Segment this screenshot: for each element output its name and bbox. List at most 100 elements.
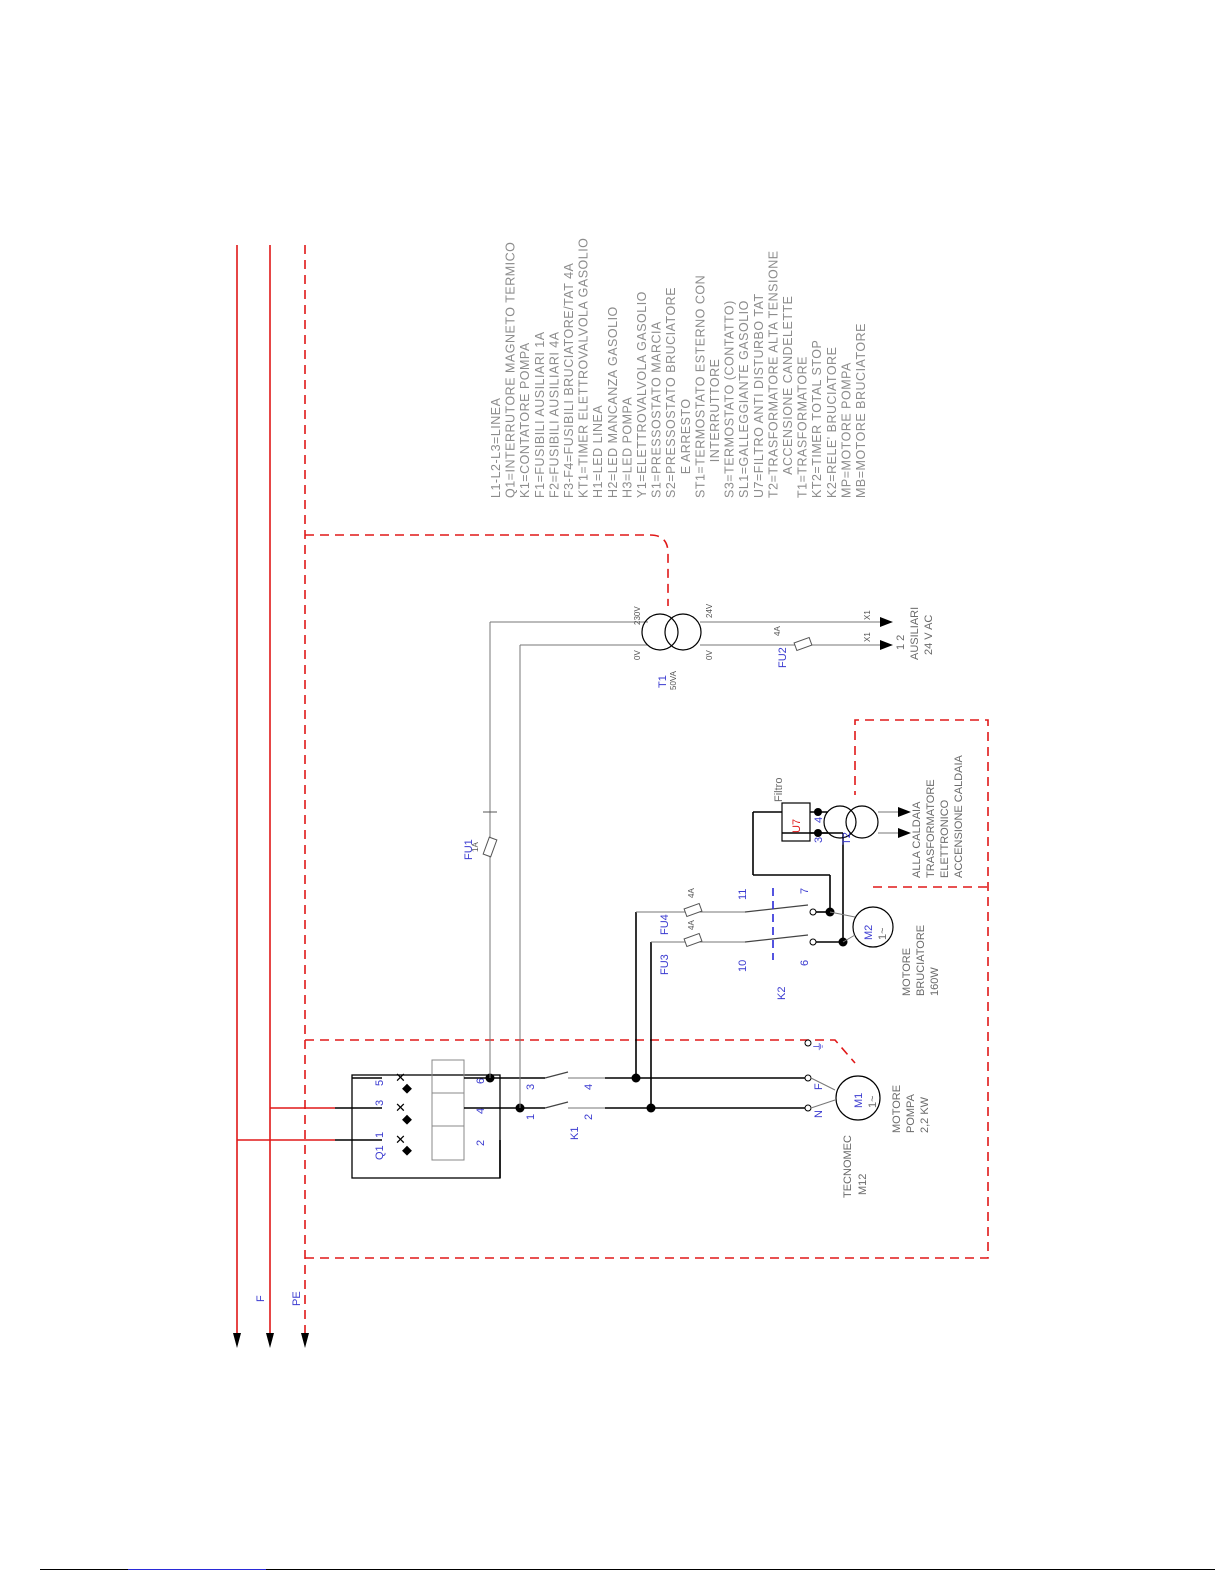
svg-text:⏚: ⏚ [812,1041,825,1052]
svg-text:4: 4 [475,1108,487,1114]
filter-u7-box [781,802,811,842]
legend-line: Q1=INTERRUTORE MAGNETO TERMICO [504,242,518,498]
rail-label-pe: PE [291,1291,303,1306]
breaker-x-1: ✕ [395,1132,406,1147]
filter-and-t2: Filtro U7 3 4 T2 ALLA CALDAIA TRASFORMAT… [773,754,965,878]
svg-text:AUSILIARI: AUSILIARI [909,607,921,660]
svg-text:3: 3 [813,837,825,843]
svg-text:M1: M1 [853,1093,865,1108]
svg-text:2: 2 [475,1140,487,1146]
svg-text:6: 6 [799,960,811,966]
svg-text:10: 10 [737,960,749,972]
svg-text:1~: 1~ [867,1095,879,1108]
legend-line: KT1=TIMER ELETTROVALVOLA GASOLIO [577,238,591,498]
breaker-box [351,1074,501,1179]
svg-text:FU4: FU4 [659,914,671,935]
svg-text:24 V AC: 24 V AC [923,615,935,655]
k1-ref: K1 [569,1127,581,1140]
legend-line: H2=LED MANCANZA GASOLIO [606,306,620,498]
breaker-q1: ✕ ✕ ✕ Q1 1 3 5 2 4 6 TECNOMEC M12 [237,1059,869,1198]
legend-line: S3=TERMOSTATO (CONTATTO) [723,300,737,498]
svg-text:1~: 1~ [877,927,889,940]
svg-text:X1: X1 [863,610,872,620]
legend-line: L1-L2-L3=LINEA [489,397,503,498]
footer-rule [40,1569,1215,1570]
legend-line: S2=PRESSOSTATO BRUCIATORE [664,287,678,498]
svg-text:24V: 24V [705,603,714,618]
svg-text:MOTORE: MOTORE [901,948,913,996]
svg-text:0V: 0V [633,650,642,660]
svg-text:4A: 4A [687,920,696,930]
svg-text:50VA: 50VA [669,670,678,690]
svg-text:X1: X1 [863,632,872,642]
svg-text:F: F [813,1083,825,1090]
legend-line: S1=PRESSOSTATO MARCIA [650,321,664,498]
svg-text:4A: 4A [773,626,782,636]
svg-text:3: 3 [374,1100,386,1106]
legend-line: K1=CONTATORE POMPA [518,342,532,498]
rail-arrow-pe [301,1333,309,1348]
rail-arrow-f [266,1333,274,1348]
svg-text:1: 1 [525,1114,537,1120]
burner-circuit: FU4 4A FU3 4A K2 10 11 6 7 M2 1~ MOTORE … [635,811,941,1108]
legend-line: MB=MOTORE BRUCIATORE [854,323,868,498]
svg-text:U7: U7 [791,819,803,833]
aux-outputs: FU2 4A X1 X1 1 2 AUSILIARI 24 V AC [700,607,935,668]
legend-line: T2=TRASFORMATORE ALTA TENSIONE [766,250,780,498]
legend-line: KT2=TIMER TOTAL STOP [810,340,824,498]
svg-text:BRUCIATORE: BRUCIATORE [915,925,927,996]
transformer-t1: 230V 0V 24V 0V T1 50VA [633,603,714,690]
svg-text:2,2 KW: 2,2 KW [919,1096,931,1133]
legend-line: K2=RELE' BRUCIATORE [825,347,839,498]
legend-line: T1=TRASFORMATORE [796,356,810,498]
contactor-k1: K1 1 2 3 4 [464,1071,810,1178]
filter-label: Filtro [773,778,785,802]
legend-line: F2=FUSIBILI AUSILIARI 4A [547,331,561,498]
svg-text:1A: 1A [471,842,480,852]
svg-text:1 2: 1 2 [895,635,907,650]
footer-link-underline[interactable] [128,1569,266,1570]
svg-text:230V: 230V [633,606,642,625]
svg-text:3: 3 [525,1084,537,1090]
svg-text:160W: 160W [929,967,941,996]
pump-motor-m1: M1 1~ N F ⏚ MOTORE POMPA 2,2 KW [804,1039,931,1133]
svg-text:2: 2 [583,1114,595,1120]
legend-line: E ARRESTO [679,398,693,498]
svg-text:5: 5 [374,1080,386,1086]
svg-text:TRASFORMATORE: TRASFORMATORE [925,779,937,878]
svg-text:T1: T1 [657,675,669,688]
svg-text:11: 11 [737,889,749,900]
burner-motor-circle [852,906,894,948]
svg-text:POMPA: POMPA [905,1093,917,1133]
fuse-fu1: FU1 1A [463,621,648,1108]
earth-to-t1 [305,534,669,606]
breaker-x-5: ✕ [395,1070,406,1085]
pump-motor-circle [835,1075,881,1121]
svg-text:FU1: FU1 [463,839,475,860]
breaker-x-3: ✕ [395,1100,406,1115]
legend-line: MP=MOTORE POMPA [839,362,853,498]
svg-text:0V: 0V [705,650,714,660]
legend-line: Y1=ELETTROVALVOLA GASOLIO [635,291,649,498]
svg-text:FU3: FU3 [659,954,671,975]
svg-text:T2: T2 [841,832,853,845]
legend-line: F3-F4=FUSIBILI BRUCIATORE/TAT 4A [562,262,576,498]
svg-text:ELETTRONICO: ELETTRONICO [939,799,951,878]
svg-text:MOTORE: MOTORE [891,1085,903,1133]
supply-rails: F PE [233,245,309,1348]
breaker-brand: TECNOMEC [842,1135,854,1198]
enclosure-pump [305,719,989,1259]
svg-text:ALLA CALDAIA: ALLA CALDAIA [911,801,923,878]
svg-text:ACCENSIONE CALDAIA: ACCENSIONE CALDAIA [953,754,965,878]
breaker-model: M12 [857,1174,869,1195]
legend-line: ACCENSIONE CANDELETTE [781,296,795,498]
svg-text:6: 6 [475,1078,487,1084]
legend-line: F1=FUSIBILI AUSILIARI 1A [533,331,547,498]
breaker-ref: Q1 [374,1145,386,1160]
rail-arrow-l1 [233,1333,241,1348]
legend-line: INTERRUTTORE [708,359,722,498]
breaker-thermal-block [431,1059,465,1161]
svg-text:N: N [813,1110,825,1118]
